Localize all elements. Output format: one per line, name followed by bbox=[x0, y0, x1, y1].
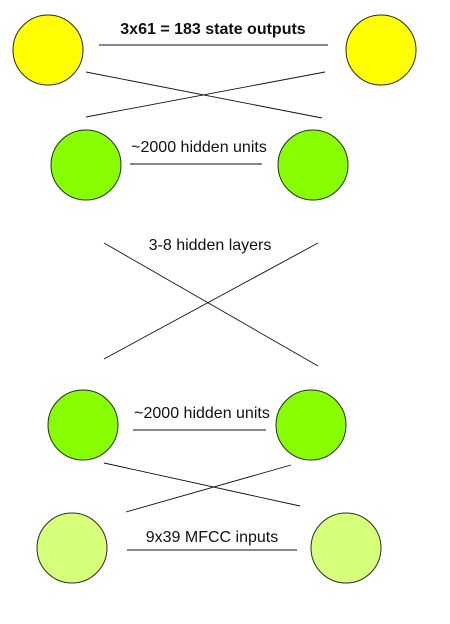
input-node-left bbox=[36, 512, 108, 584]
edge-output-right-to-hidden-left bbox=[85, 71, 326, 118]
edge-hidden-left-to-input-right bbox=[103, 462, 301, 507]
output-node-left bbox=[12, 14, 84, 86]
hidden-bottom-node-left bbox=[47, 389, 119, 461]
hidden-bottom-layer-label: ~2000 hidden units bbox=[134, 405, 270, 422]
edge-stack-cross-b bbox=[103, 242, 319, 360]
hidden-top-layer-label: ~2000 hidden units bbox=[131, 139, 267, 156]
hidden-top-node-left bbox=[50, 129, 122, 201]
output-layer-label: 3x61 = 183 state outputs bbox=[120, 21, 306, 38]
hidden-layers-count-label: 3-8 hidden layers bbox=[149, 237, 272, 254]
hidden-top-node-right bbox=[277, 129, 349, 201]
input-layer-label: 9x39 MFCC inputs bbox=[146, 529, 279, 546]
edge-stack-cross-a bbox=[103, 242, 319, 367]
edge-hidden-right-to-input-left bbox=[125, 464, 292, 513]
hidden-bottom-node-right bbox=[275, 389, 347, 461]
input-node-right bbox=[310, 512, 382, 584]
output-node-right bbox=[345, 14, 417, 86]
